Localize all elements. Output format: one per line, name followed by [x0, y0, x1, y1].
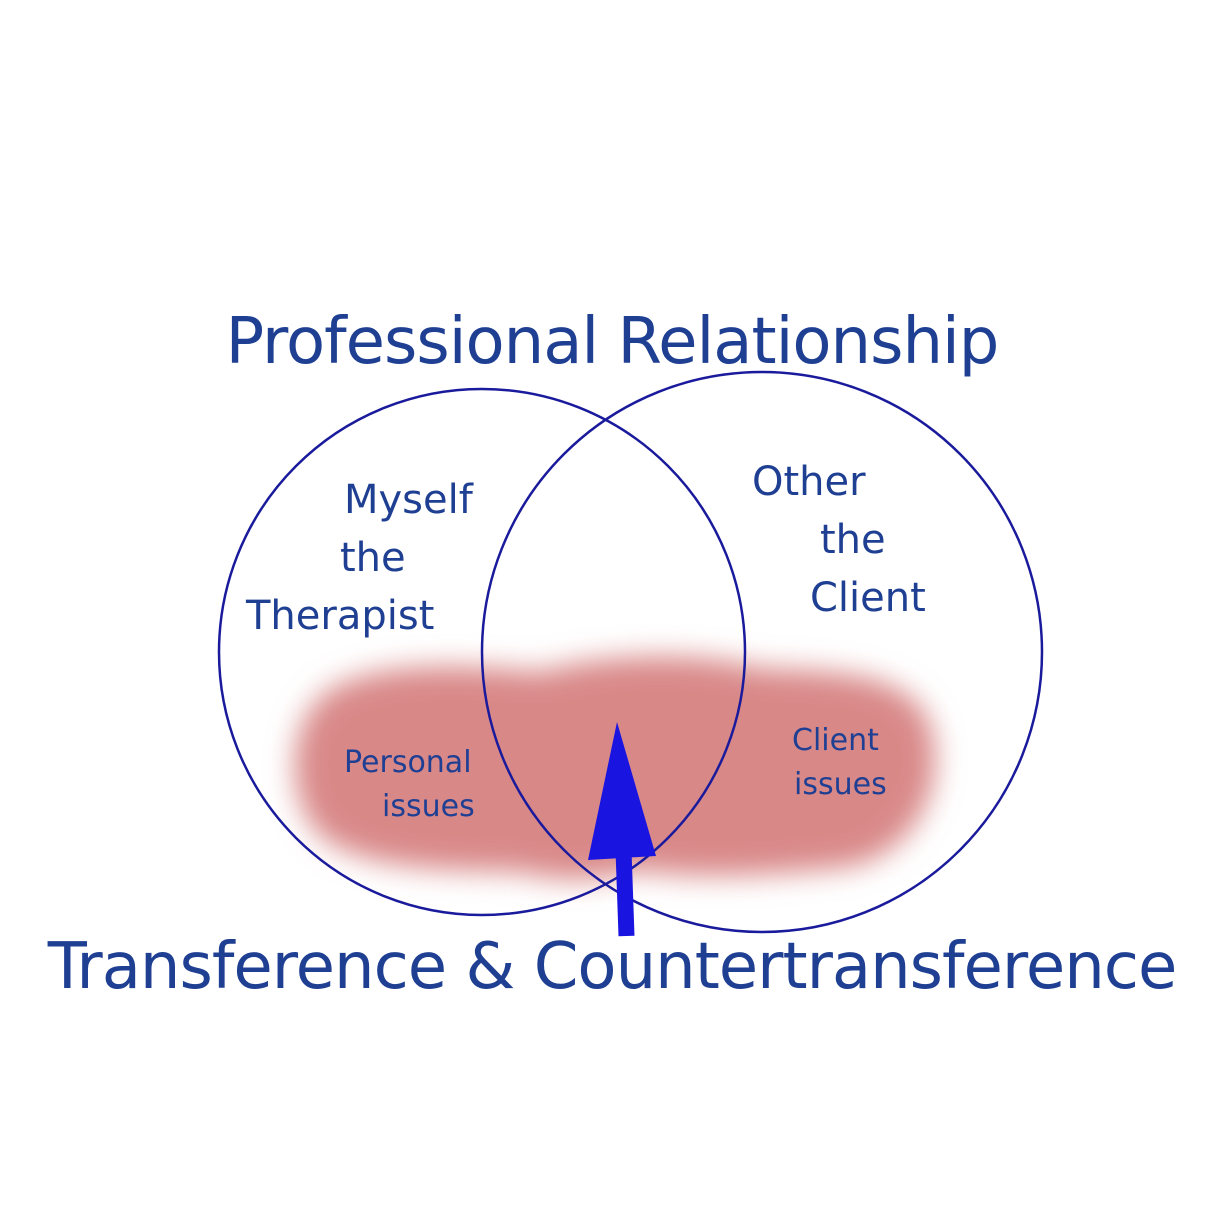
- right-label-other: Other: [752, 459, 866, 505]
- personal-issues-line1: Personal: [344, 745, 472, 780]
- left-label-therapist: Therapist: [246, 593, 435, 639]
- right-label-the: the: [820, 517, 886, 563]
- transference-label: Transference & Countertransference: [47, 930, 1178, 1004]
- left-circle: [217, 387, 747, 917]
- left-label-myself: Myself: [344, 477, 473, 523]
- right-circle: [480, 370, 1044, 934]
- right-label-client: Client: [810, 575, 926, 621]
- client-issues-line2: issues: [794, 767, 887, 802]
- client-issues-line1: Client: [792, 723, 879, 758]
- arrow-up-icon: [588, 722, 656, 937]
- personal-issues-line2: issues: [382, 789, 475, 824]
- diagram-title: Professional Relationship: [225, 305, 1000, 379]
- left-label-the: the: [340, 535, 406, 581]
